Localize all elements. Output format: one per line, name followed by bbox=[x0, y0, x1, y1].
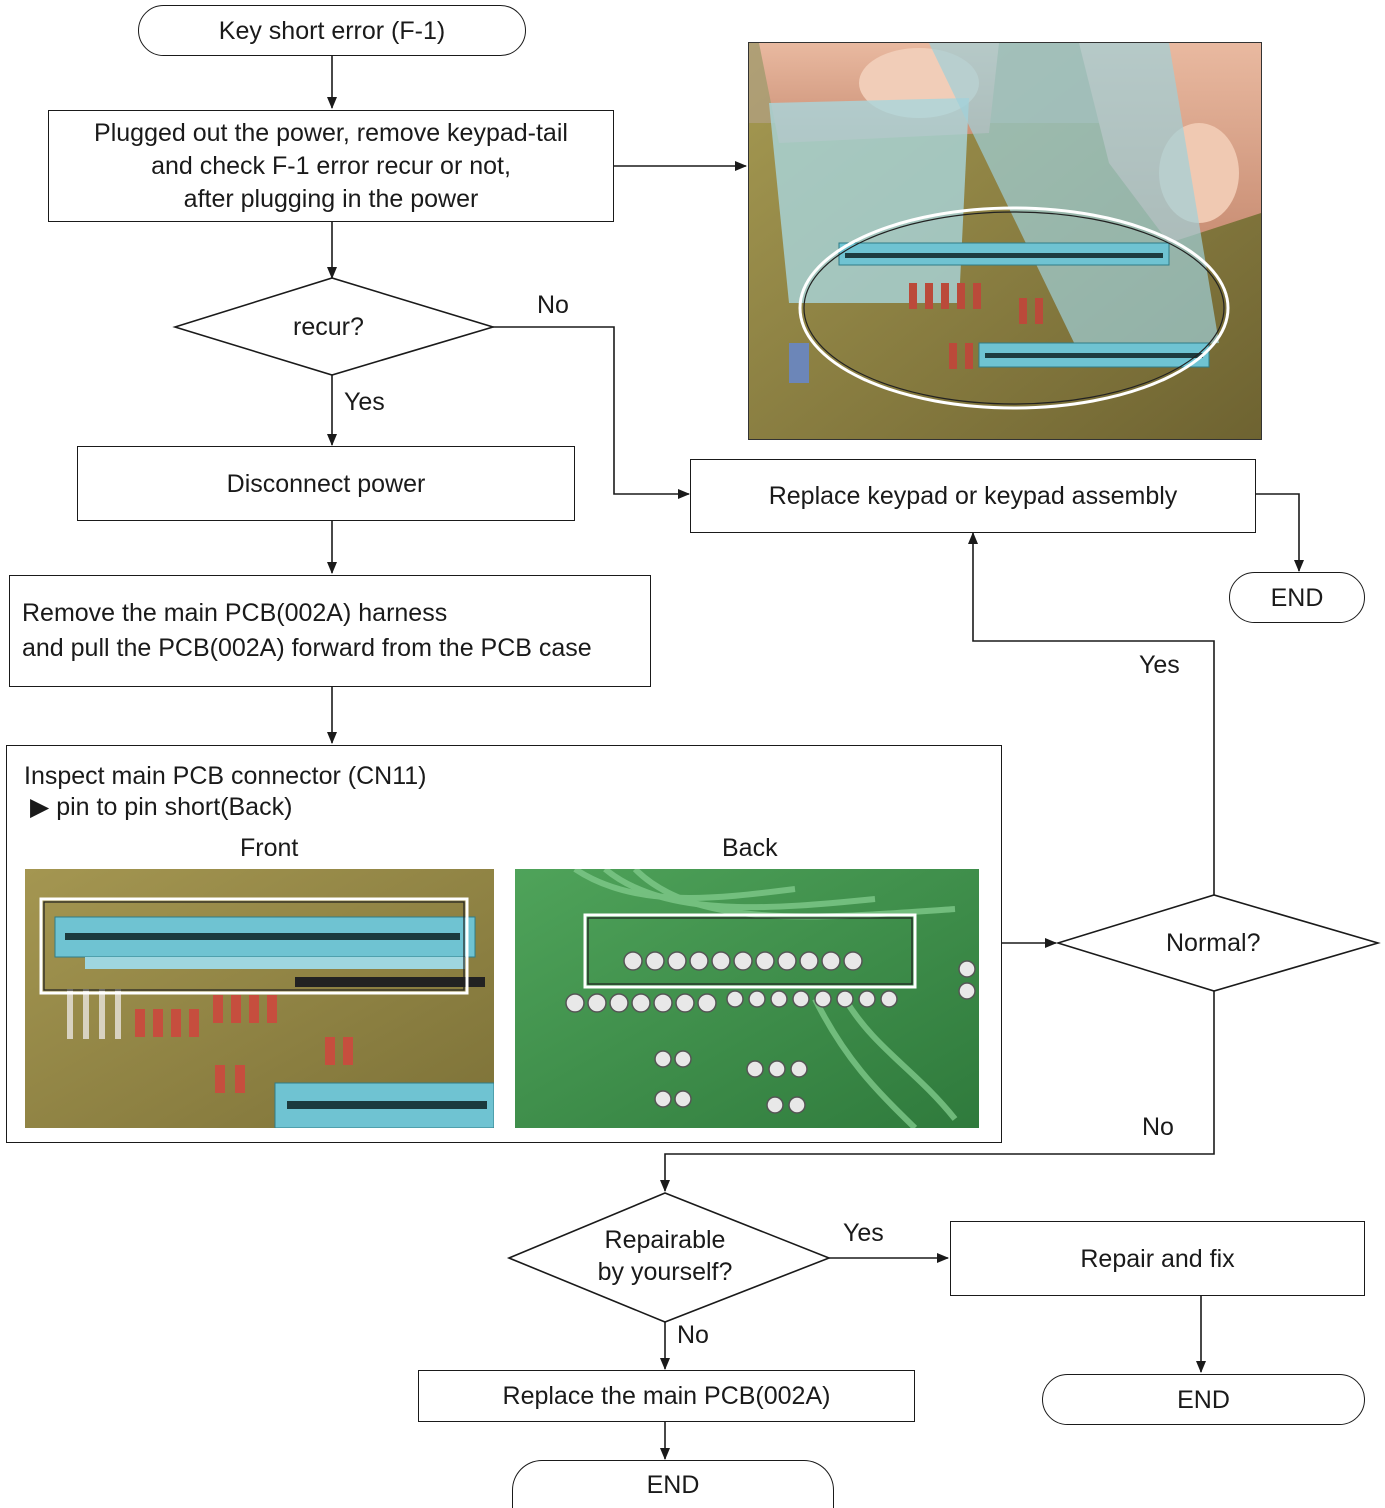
end-terminal-keypad: END bbox=[1229, 572, 1365, 623]
keypad-tail-photo-drawing bbox=[749, 43, 1261, 439]
step-repair-fix-label: Repair and fix bbox=[1080, 1244, 1235, 1273]
decision-repairable-no-label: No bbox=[677, 1321, 709, 1349]
step-replace-pcb: Replace the main PCB(002A) bbox=[418, 1370, 915, 1422]
step-replace-keypad-label: Replace keypad or keypad assembly bbox=[768, 482, 1178, 510]
inspect-bullet-label: pin to pin short(Back) bbox=[56, 793, 293, 821]
end-terminal-pcb: END bbox=[512, 1460, 834, 1508]
inspect-bullet-row: ▶ pin to pin short(Back) bbox=[30, 792, 292, 822]
decision-repairable-yes-label: Yes bbox=[843, 1219, 884, 1247]
back-photo-label: Back bbox=[722, 834, 778, 862]
end-keypad-label: END bbox=[1270, 583, 1324, 612]
end-terminal-repair: END bbox=[1042, 1374, 1365, 1425]
step-replace-pcb-label: Replace the main PCB(002A) bbox=[502, 1382, 831, 1410]
step-replace-keypad: Replace keypad or keypad assembly bbox=[690, 459, 1256, 533]
decision-recur-label: recur? bbox=[293, 313, 364, 341]
back-pcb-photo-drawing bbox=[515, 869, 979, 1128]
decision-normal-no-label: No bbox=[1142, 1113, 1174, 1141]
end-repair-label: END bbox=[1177, 1385, 1230, 1414]
arrow-normal-no bbox=[660, 991, 1215, 1192]
step-remove-harness-label: Remove the main PCB(002A) harness and pu… bbox=[22, 599, 592, 662]
end-pcb-label: END bbox=[646, 1470, 700, 1499]
bullet-triangle-icon: ▶ bbox=[30, 793, 50, 821]
decision-normal-yes-label: Yes bbox=[1139, 651, 1180, 679]
arrow-recur-no bbox=[493, 326, 690, 499]
inspect-title: Inspect main PCB connector (CN11) bbox=[24, 762, 427, 790]
decision-normal-label: Normal? bbox=[1166, 929, 1261, 957]
back-pcb-photo bbox=[515, 869, 979, 1128]
step-repair-fix: Repair and fix bbox=[950, 1221, 1365, 1296]
step-disconnect-power: Disconnect power bbox=[77, 446, 575, 521]
step-remove-harness: Remove the main PCB(002A) harness and pu… bbox=[9, 575, 651, 687]
decision-repairable-shape bbox=[506, 1192, 832, 1323]
decision-repairable-label: Repairable by yourself? bbox=[597, 1226, 733, 1286]
start-label: Key short error (F-1) bbox=[218, 16, 446, 45]
step-unplug-check-label: Plugged out the power, remove keypad-tai… bbox=[94, 118, 568, 213]
arrow-keypad-to-end bbox=[1256, 493, 1304, 572]
decision-recur-yes-label: Yes bbox=[344, 388, 385, 416]
decision-recur-shape bbox=[172, 277, 496, 376]
step-unplug-check: Plugged out the power, remove keypad-tai… bbox=[48, 110, 614, 222]
step-disconnect-power-label: Disconnect power bbox=[226, 469, 426, 498]
front-pcb-photo-drawing bbox=[25, 869, 494, 1128]
start-terminal: Key short error (F-1) bbox=[138, 5, 526, 56]
decision-recur-no-label: No bbox=[537, 291, 569, 319]
front-pcb-photo bbox=[25, 869, 494, 1128]
keypad-tail-photo bbox=[748, 42, 1262, 440]
arrow-normal-yes bbox=[968, 532, 1215, 895]
front-photo-label: Front bbox=[240, 834, 299, 862]
decision-normal-shape bbox=[1055, 894, 1381, 992]
